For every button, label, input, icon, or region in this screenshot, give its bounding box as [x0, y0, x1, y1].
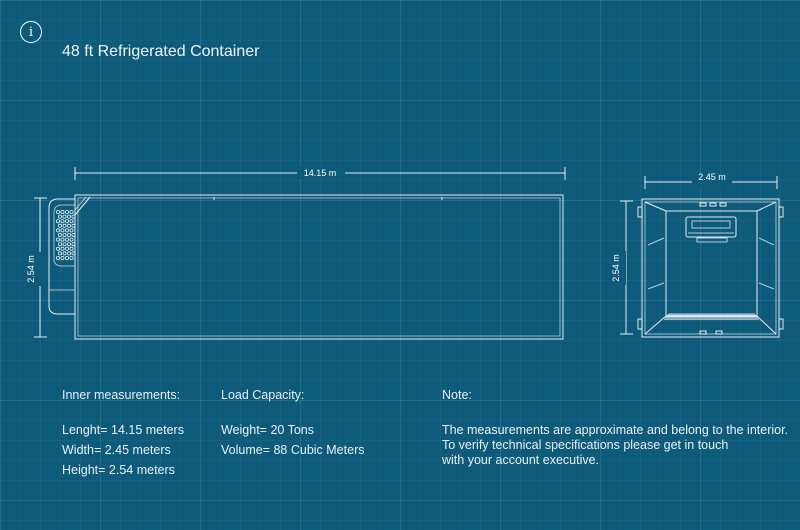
page-title: 48 ft Refrigerated Container — [62, 43, 260, 60]
vent-hole — [60, 209, 65, 214]
vent-hole — [56, 237, 61, 242]
vent-hole — [67, 251, 72, 256]
top-clip — [709, 202, 717, 207]
wall-mark — [758, 237, 775, 246]
side-height-label: 2.54 m — [26, 255, 36, 283]
side-tab — [778, 318, 784, 330]
vent-hole — [67, 232, 72, 237]
info-icon[interactable]: i — [20, 21, 42, 43]
vent-hole — [71, 223, 76, 228]
wall-mark — [758, 282, 775, 290]
load-capacity: Load Capacity: Weight= 20 Tons Volume= 8… — [221, 388, 364, 463]
bottom-clip — [715, 330, 723, 335]
vent-hole — [69, 237, 74, 242]
load-weight: Weight= 20 Tons — [221, 423, 315, 437]
vent-hole — [56, 246, 61, 251]
side-tab — [778, 206, 784, 218]
vent-hole — [67, 242, 72, 247]
vent-hole — [69, 255, 74, 260]
note: Note: The measurements are approximate a… — [442, 388, 788, 468]
vent-hole — [71, 251, 76, 256]
vent-hole — [65, 255, 70, 260]
end-height-label: 2.54 m — [611, 254, 621, 282]
vent-hole — [58, 214, 63, 219]
vent-hole — [65, 246, 70, 251]
vent-hole — [58, 251, 63, 256]
inner-width: Width= 2.45 meters — [62, 443, 171, 457]
vent-hole — [62, 214, 67, 219]
vent-hole — [58, 242, 63, 247]
container-side-body — [74, 194, 564, 340]
corner-post — [74, 196, 91, 216]
side-tab — [637, 318, 643, 330]
vent-hole — [62, 232, 67, 237]
inner-height: Height= 2.54 meters — [62, 463, 175, 477]
vent-hole — [69, 246, 74, 251]
reefer-vent-grid — [56, 209, 76, 260]
side-tab — [637, 206, 643, 218]
reefer-panel — [53, 204, 75, 267]
bottom-clip — [699, 330, 707, 335]
vent-hole — [69, 209, 74, 214]
vent-hole — [69, 219, 74, 224]
vent-hole — [65, 228, 70, 233]
vent-hole — [62, 251, 67, 256]
perspective-line — [756, 315, 777, 335]
vent-hole — [65, 209, 70, 214]
evaporator-vent — [696, 237, 728, 243]
length-label: 14.15 m — [304, 168, 337, 178]
vent-hole — [58, 232, 63, 237]
reefer-unit — [48, 198, 75, 315]
evaporator-grille — [691, 220, 731, 229]
end-view — [620, 176, 784, 338]
load-volume: Volume= 88 Cubic Meters — [221, 443, 365, 457]
note-heading: Note: — [442, 388, 472, 402]
vent-hole — [58, 223, 63, 228]
top-clip — [719, 202, 727, 207]
load-heading: Load Capacity: — [221, 388, 305, 402]
vent-hole — [56, 255, 61, 260]
vent-hole — [56, 209, 61, 214]
vent-hole — [65, 219, 70, 224]
wall-mark — [647, 237, 665, 246]
inner-measurements: Inner measurements: Lenght= 14.15 meters… — [62, 388, 184, 483]
wall-mark — [647, 282, 665, 290]
note-line: with your account executive. — [442, 453, 600, 467]
container-interior — [665, 210, 758, 317]
corner-post-inner — [74, 196, 87, 211]
vent-hole — [71, 242, 76, 247]
note-line: The measurements are approximate and bel… — [442, 423, 789, 437]
width-label: 2.45 m — [698, 172, 726, 182]
container-side-inner — [77, 197, 561, 337]
vent-hole — [60, 237, 65, 242]
vent-hole — [62, 242, 67, 247]
vent-hole — [69, 228, 74, 233]
vent-hole — [60, 246, 65, 251]
vent-hole — [56, 219, 61, 224]
vent-hole — [60, 219, 65, 224]
top-clip — [699, 202, 707, 207]
vent-hole — [71, 232, 76, 237]
vent-hole — [60, 255, 65, 260]
floor-grating — [664, 313, 759, 320]
vent-hole — [67, 214, 72, 219]
perspective-line — [644, 201, 667, 212]
vent-hole — [56, 228, 61, 233]
note-line: To verify technical specifications pleas… — [442, 438, 729, 452]
vent-hole — [71, 214, 76, 219]
vent-hole — [62, 223, 67, 228]
inner-heading: Inner measurements: — [62, 388, 181, 402]
vent-hole — [60, 228, 65, 233]
perspective-line — [756, 201, 777, 212]
inner-length: Lenght= 14.15 meters — [62, 423, 184, 437]
evaporator-unit — [685, 216, 737, 238]
container-end-frame-inner — [644, 201, 777, 335]
vent-hole — [67, 223, 72, 228]
perspective-line — [644, 315, 667, 335]
vent-hole — [65, 237, 70, 242]
side-view — [34, 167, 566, 340]
container-end-frame — [641, 198, 780, 338]
